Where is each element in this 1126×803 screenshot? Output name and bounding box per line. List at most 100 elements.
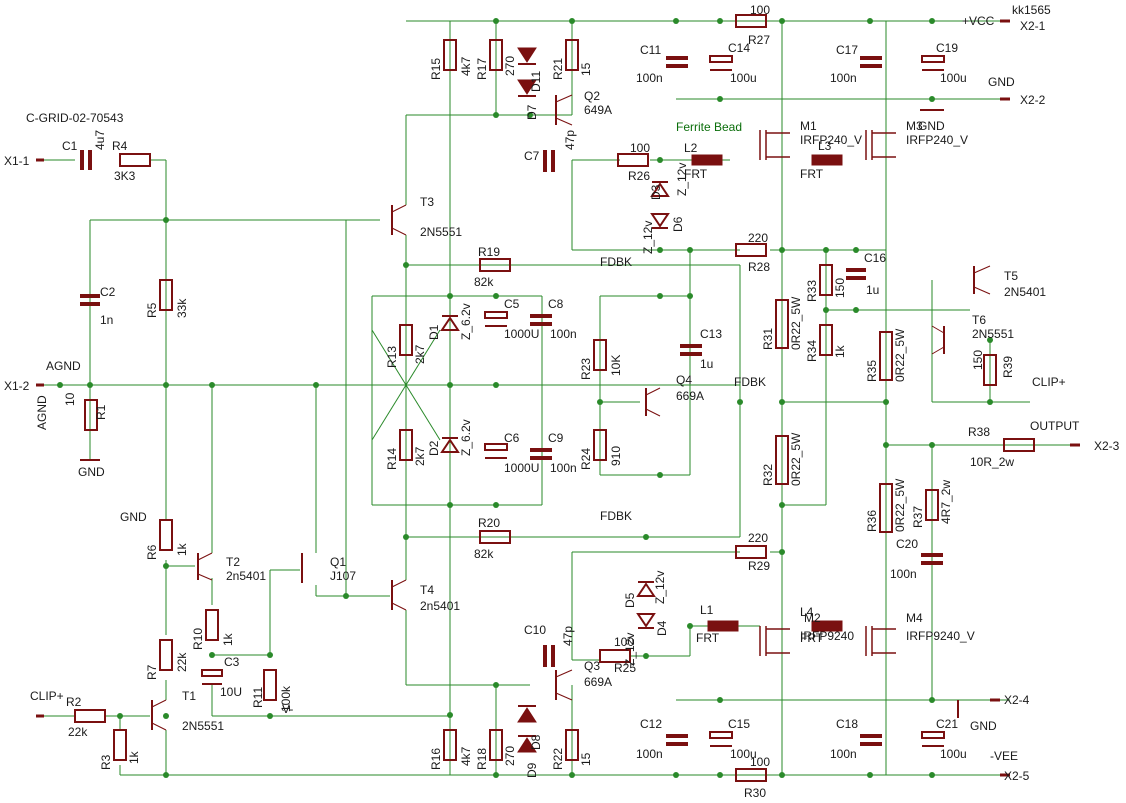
label-c12: C12 [640, 717, 662, 731]
label-r30: R30 [744, 786, 766, 800]
label-r15: R15 [429, 58, 443, 80]
vee-label: -VEE [990, 749, 1018, 763]
label-d4: D4 [655, 620, 669, 636]
label-c8: C8 [548, 297, 564, 311]
value-r38: 10R_2w [970, 455, 1014, 469]
gnd-label-m3: GND [918, 119, 945, 133]
label-l2: L2 [684, 141, 698, 155]
label-q4: Q4 [676, 373, 692, 387]
value-r37: 4R7_2w [939, 480, 953, 524]
value-c16: 1u [866, 283, 879, 297]
label-m4: M4 [906, 611, 923, 625]
label-c20: C20 [896, 537, 918, 551]
label-m2: M2 [804, 611, 821, 625]
agnd-label: AGND [46, 359, 81, 373]
label-c9: C9 [548, 431, 564, 445]
label-r23: R23 [579, 358, 593, 380]
value-c5: 1000U [504, 327, 539, 341]
value-m3: IRFP240_V [906, 133, 968, 147]
value-r10: 1k [221, 632, 235, 646]
value-r30: 100 [750, 755, 770, 769]
label-c2: C2 [100, 285, 116, 299]
value-r27: 100 [750, 3, 770, 17]
value-q3: 669A [584, 675, 612, 689]
port-x1-1: X1-1 [4, 154, 30, 168]
gnd-label-left: GND [120, 510, 147, 524]
value-t3: 2N5551 [420, 225, 462, 239]
value-r34: 1k [833, 344, 847, 358]
label-r18: R18 [475, 748, 489, 770]
label-r34: R34 [805, 340, 819, 362]
label-r11: R11 [251, 687, 265, 708]
clip-out-label: CLIP+ [1032, 375, 1066, 389]
label-r5: R5 [145, 302, 159, 318]
label-c14: C14 [728, 41, 750, 55]
label-c10: C10 [524, 623, 546, 637]
label-d8: D8 [529, 734, 543, 750]
port-x2-4: X2-4 [1004, 693, 1030, 707]
value-t5: 2N5401 [1004, 285, 1046, 299]
label-r27: R27 [748, 33, 770, 47]
label-r13: R13 [385, 346, 399, 368]
label-c13: C13 [700, 327, 722, 341]
port-x2-2: X2-2 [1020, 93, 1046, 107]
value-m4: IRFP9240_V [906, 629, 975, 643]
connector-title: C-GRID-02-70543 [26, 111, 124, 125]
value-c15: 100u [730, 747, 757, 761]
value-r20: 82k [474, 547, 494, 561]
label-r28: R28 [748, 260, 770, 274]
port-x2-5: X2-5 [1004, 769, 1030, 783]
label-r38: R38 [968, 425, 990, 439]
clip-in-label: CLIP+ [30, 689, 64, 703]
value-l3: FRT [800, 167, 824, 181]
junctions [57, 18, 993, 778]
fdbk-label-3: FDBK [600, 509, 632, 523]
text-labels: kk1565 +VCC X2-1 GND X2-2 OUTPUT X2-3 X2… [4, 3, 1120, 800]
label-l1: L1 [700, 603, 714, 617]
value-r28: 220 [748, 231, 768, 245]
value-t2: 2n5401 [226, 569, 266, 583]
value-r16: 4k7 [459, 746, 473, 766]
label-d3: D3 [649, 184, 663, 200]
value-c14: 100u [730, 71, 757, 85]
label-r7: R7 [145, 664, 159, 680]
value-c12: 100n [636, 747, 663, 761]
label-m1: M1 [800, 119, 817, 133]
value-c7: 47p [563, 130, 577, 150]
value-d5: Z_12v [653, 571, 667, 604]
value-r5: 33k [175, 298, 189, 318]
label-d6: D6 [671, 216, 685, 232]
value-c10: 47p [561, 626, 575, 646]
label-r24: R24 [579, 448, 593, 470]
value-t6: 2N5551 [972, 327, 1014, 341]
label-r1: R1 [94, 404, 108, 420]
label-r22: R22 [551, 748, 565, 770]
label-r35: R35 [865, 360, 879, 382]
label-r4: R4 [112, 139, 128, 153]
label-r37: R37 [911, 506, 925, 528]
label-q3: Q3 [584, 659, 600, 673]
label-l4: L4 [800, 605, 814, 619]
label-r29: R29 [748, 559, 770, 573]
value-r32: 0R22_5W [789, 432, 803, 486]
value-c8: 100n [550, 327, 577, 341]
label-c21: C21 [936, 717, 958, 731]
value-c11: 100n [636, 71, 663, 85]
ferrite-bead-label: Ferrite Bead [676, 120, 742, 134]
label-r14: R14 [385, 448, 399, 470]
label-m3: M3 [906, 119, 923, 133]
label-c15: C15 [728, 717, 750, 731]
port-x2-3: X2-3 [1094, 439, 1120, 453]
label-t6: T6 [972, 313, 986, 327]
value-l2: FRT [684, 167, 708, 181]
value-q4: 669A [676, 389, 704, 403]
label-r2: R2 [66, 695, 82, 709]
label-d2: D2 [427, 440, 441, 456]
label-c1: C1 [62, 139, 78, 153]
value-d6: Z_12v [641, 221, 655, 254]
value-r25: 100 [614, 635, 634, 649]
value-r24: 910 [609, 446, 623, 466]
gnd-label-agnd: GND [78, 465, 105, 479]
label-c17: C17 [836, 43, 858, 57]
value-r33: 150 [833, 278, 847, 298]
